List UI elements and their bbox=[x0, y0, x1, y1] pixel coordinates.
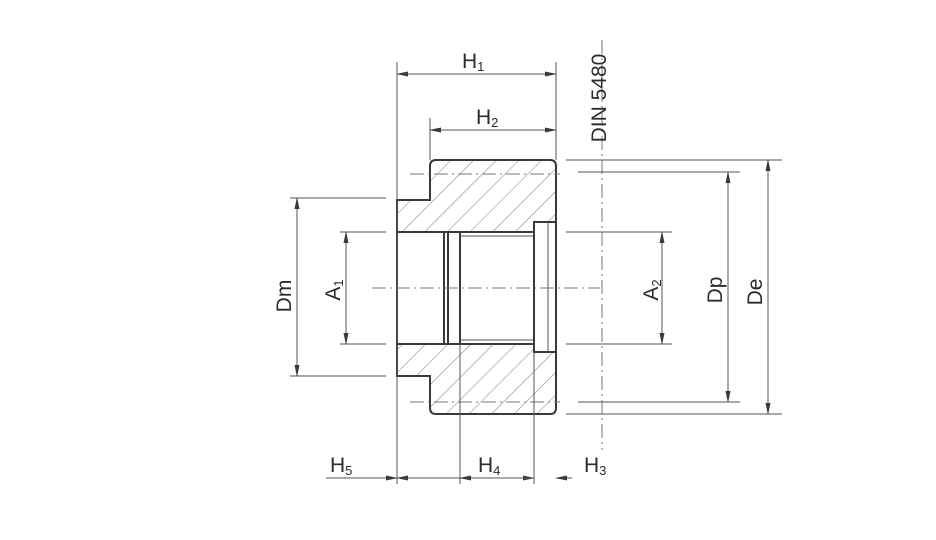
label-h5: H5 bbox=[330, 454, 352, 478]
center-lines bbox=[372, 40, 603, 450]
section-hatch-top bbox=[397, 160, 556, 232]
label-dm: Dm bbox=[273, 280, 296, 313]
dimension-lines bbox=[294, 71, 771, 481]
label-standard: DIN 5480 bbox=[588, 54, 611, 143]
label-h3: H3 bbox=[584, 454, 606, 478]
label-h1: H1 bbox=[462, 50, 484, 74]
label-a2: A2 bbox=[640, 279, 664, 300]
label-de: De bbox=[744, 279, 767, 306]
label-dp: Dp bbox=[704, 277, 727, 304]
extension-lines bbox=[290, 62, 782, 484]
label-h2: H2 bbox=[476, 106, 498, 130]
label-h4: H4 bbox=[478, 454, 500, 478]
section-hatch-bottom bbox=[397, 344, 556, 414]
label-a1: A1 bbox=[322, 279, 346, 300]
